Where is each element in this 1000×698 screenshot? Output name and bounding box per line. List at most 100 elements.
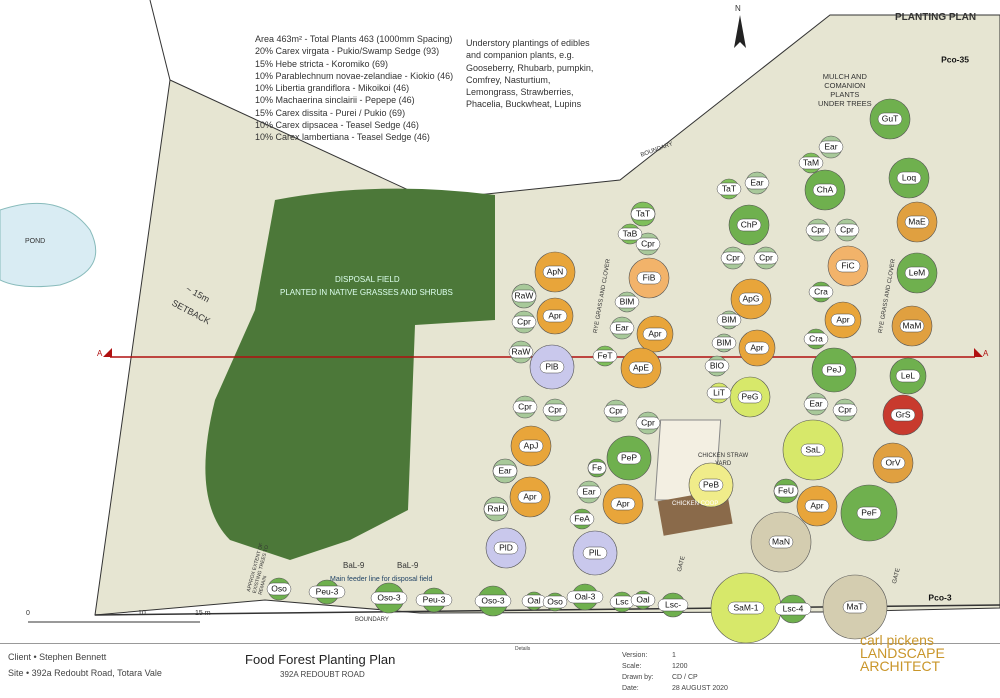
plant-code: ChA xyxy=(817,184,834,194)
plant-code: PlL xyxy=(589,547,602,557)
plant-code: Pco-35 xyxy=(941,54,969,64)
plant-apr: Apr xyxy=(804,499,830,513)
scale-0: 0 xyxy=(26,610,30,617)
plant-code: Cpr xyxy=(840,224,854,234)
plant-oso-3: Oso-3 xyxy=(474,594,512,608)
plant-code: LiT xyxy=(713,387,725,397)
plant-grs: GrS xyxy=(890,408,916,422)
plant-lsc-: Lsc- xyxy=(657,598,689,612)
plant-code: Oso-3 xyxy=(481,595,504,605)
north-label: N xyxy=(735,4,741,13)
plant-code: Peu-3 xyxy=(316,586,339,596)
disposal-field xyxy=(205,188,495,561)
pond xyxy=(0,202,97,288)
plant-peu-3: Peu-3 xyxy=(308,585,346,599)
plant-lsc: Lsc xyxy=(609,595,635,609)
plant-apr: Apr xyxy=(517,490,543,504)
plant-code: ChP xyxy=(741,219,758,229)
plant-code: Cpr xyxy=(759,252,773,262)
plant-pej: PeJ xyxy=(821,363,847,377)
plant-code: Oso xyxy=(547,596,563,606)
plant-fe: Fe xyxy=(587,461,607,475)
plant-code: Oal xyxy=(527,595,540,605)
plant-code: PeP xyxy=(621,452,637,462)
plant-code: Cpr xyxy=(811,224,825,234)
plant-code: FiB xyxy=(643,272,656,282)
plant-code: ApN xyxy=(547,266,564,276)
plant-code: BlM xyxy=(620,296,635,306)
plant-code: ApJ xyxy=(524,440,539,450)
plant-apr: Apr xyxy=(610,497,636,511)
plant-apr: Apr xyxy=(830,313,856,327)
plant-code: Cpr xyxy=(838,404,852,414)
plant-code: Oal-3 xyxy=(575,591,596,601)
plant-code: PeJ xyxy=(827,364,842,374)
plant-code: Loq xyxy=(902,172,916,182)
plant-code: SaL xyxy=(805,444,820,454)
plant-feu: FeU xyxy=(773,484,799,498)
plant-apr: Apr xyxy=(642,327,668,341)
plant-oal: Oal xyxy=(521,594,547,608)
plant-code: Lsc xyxy=(615,596,629,606)
plant-man: MaN xyxy=(768,535,794,549)
plant-fic: FiC xyxy=(835,259,861,273)
plant-code: Apr xyxy=(523,491,536,501)
plant-code: RaW xyxy=(512,346,531,356)
plant-code: PeF xyxy=(861,507,877,517)
plant-code: Lsc-4 xyxy=(783,603,804,613)
plant-code: RaW xyxy=(515,290,534,300)
plant-code: Ear xyxy=(824,141,837,151)
plant-code: Oal xyxy=(636,594,649,604)
plant-tab: TaB xyxy=(617,227,643,241)
mulch-note: MULCH AND COMANION PLANTS UNDER TREES xyxy=(818,72,872,108)
plant-code: Ear xyxy=(809,398,822,408)
title-block: Client • Stephen Bennett Site • 392a Red… xyxy=(0,633,1000,698)
plant-apr: Apr xyxy=(744,341,770,355)
plant-blo: BlO xyxy=(704,359,730,373)
plant-ear: Ear xyxy=(803,397,829,411)
plant-code: Fe xyxy=(592,462,602,472)
plant-cpr: Cpr xyxy=(512,400,538,414)
plant-code: MaN xyxy=(772,536,790,546)
plant-code: Ear xyxy=(750,177,763,187)
plant-tat: TaT xyxy=(630,207,656,221)
plant-code: Peu-3 xyxy=(423,594,446,604)
site-address: Site • 392a Redoubt Road, Totara Vale xyxy=(8,668,162,678)
pond-label: POND xyxy=(25,238,46,245)
north-arrow xyxy=(734,15,746,48)
plant-peb: PeB xyxy=(698,478,724,492)
plant-cra: Cra xyxy=(803,332,829,346)
plant-code: Apr xyxy=(836,314,849,324)
plant-code: Ear xyxy=(498,465,511,475)
plant-code: Pco-3 xyxy=(928,592,951,602)
plant-code: Cra xyxy=(809,333,823,343)
plant-code: Cpr xyxy=(641,238,655,248)
plant-code: BlM xyxy=(717,337,732,347)
disposal-mix-note: Area 463m² - Total Plants 463 (1000mm Sp… xyxy=(255,34,454,143)
plant-code: TaM xyxy=(803,157,819,167)
version-label: Version: xyxy=(622,652,648,659)
plant-mam: MaM xyxy=(899,319,925,333)
plant-ape: ApE xyxy=(628,361,654,375)
plant-tat: TaT xyxy=(716,182,742,196)
plant-raw: RaW xyxy=(508,345,534,359)
plant-code: Oso xyxy=(271,583,287,593)
plant-mat: MaT xyxy=(842,600,868,614)
plant-code: RaH xyxy=(487,503,504,513)
plant-code: Apr xyxy=(648,328,661,338)
plant-code: LeL xyxy=(901,370,915,380)
plant-oso: Oso xyxy=(542,595,568,609)
plant-code: Cra xyxy=(814,286,828,296)
plant-cpr: Cpr xyxy=(542,403,568,417)
logo: carl pickens LANDSCAPE ARCHITECT xyxy=(860,632,945,674)
plant-code: Cpr xyxy=(609,405,623,415)
plant-code: Apr xyxy=(750,342,763,352)
plant-code: PlD xyxy=(499,542,513,552)
plant-code: LeM xyxy=(909,267,926,277)
plant-loq: Loq xyxy=(896,171,922,185)
plant-oal-3: Oal-3 xyxy=(566,590,604,604)
plant-peu-3: Peu-3 xyxy=(415,593,453,607)
plant-code: FiC xyxy=(841,260,854,270)
plan-subtitle: 392A REDOUBT ROAD xyxy=(280,670,365,679)
plant-cpr: Cpr xyxy=(832,403,858,417)
